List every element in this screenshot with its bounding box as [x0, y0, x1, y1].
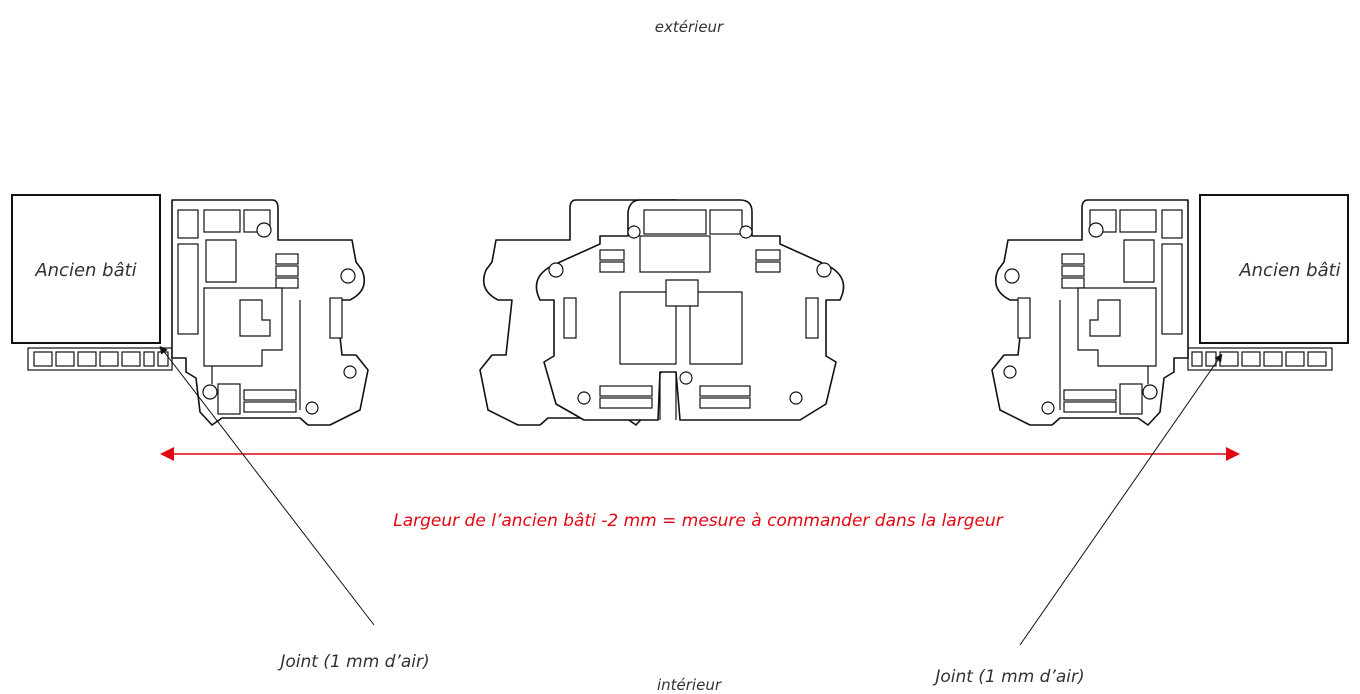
label-measure-note: Largeur de l’ancien bâti -2 mm = mesure … — [393, 511, 1003, 531]
label-joint-right: Joint (1 mm d’air) — [932, 667, 1084, 687]
label-exterior: extérieur — [655, 18, 724, 36]
label-old-frame-left: Ancien bâti — [34, 260, 136, 281]
label-joint-left: Joint (1 mm d’air) — [277, 652, 429, 672]
label-interior: intérieur — [657, 676, 722, 694]
old-frame-right — [1187, 194, 1349, 371]
profile-right — [991, 199, 1189, 426]
dimension-line — [160, 447, 1240, 461]
joint-leader-right — [1019, 353, 1223, 646]
old-frame-left — [11, 194, 173, 371]
profile-left — [171, 199, 369, 426]
profile-center — [479, 199, 845, 426]
label-old-frame-right: Ancien bâti — [1238, 260, 1340, 281]
joint-leader-left — [159, 345, 375, 626]
